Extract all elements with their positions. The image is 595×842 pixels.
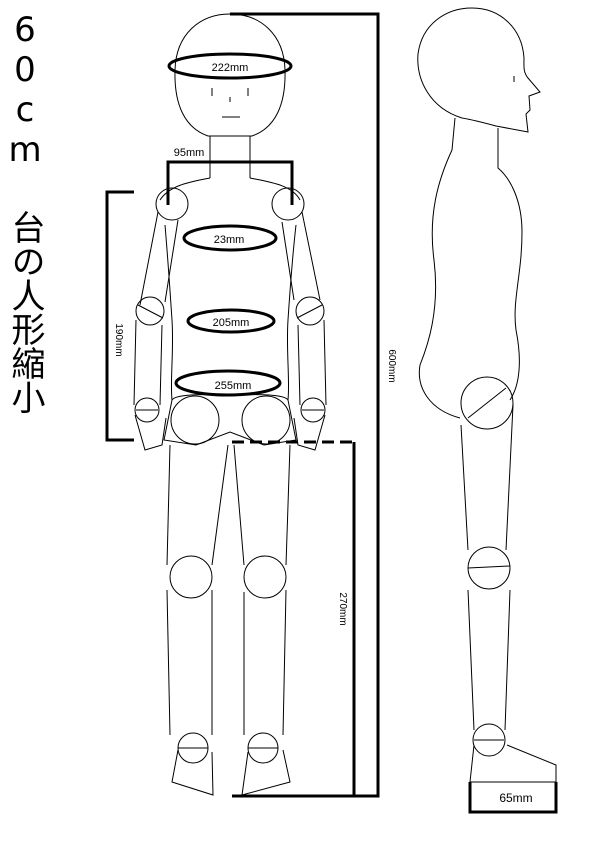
front-foot-left <box>171 749 214 796</box>
label-torso-length: 190mm <box>113 323 124 356</box>
foot-length-box <box>468 782 558 814</box>
total-height-bracket <box>230 12 380 798</box>
label-chest: 23mm <box>214 234 245 246</box>
front-pelvis <box>163 394 297 446</box>
front-upper-arm-right <box>281 211 321 301</box>
front-elbow-left <box>135 296 165 326</box>
side-hip-seam <box>467 387 507 419</box>
front-wrist-left <box>134 397 160 423</box>
side-knee-seam <box>467 565 511 569</box>
side-ankle <box>472 723 506 757</box>
front-shin-left <box>166 589 213 736</box>
front-upper-arm-left <box>139 211 179 306</box>
front-hand-right <box>293 414 326 451</box>
label-leg-length: 270mm <box>337 592 348 625</box>
hip-ring <box>174 369 282 397</box>
side-shin <box>467 589 511 731</box>
label-hip: 255mm <box>215 380 252 392</box>
front-thigh-left <box>166 444 229 566</box>
front-forearm-right <box>297 319 327 406</box>
head-circumference-ring <box>167 52 293 80</box>
sheet-title: 60cm 台の人形縮小 <box>5 10 45 414</box>
torso-length-bracket <box>105 190 134 442</box>
side-view <box>417 7 557 783</box>
chest-ring <box>182 224 278 252</box>
front-elbow-left-seam <box>137 304 164 319</box>
label-neck-width: 95mm <box>174 147 205 159</box>
front-shoulder-left <box>155 187 189 221</box>
front-knee-right <box>243 555 287 599</box>
front-hand-left <box>134 414 167 451</box>
measurements <box>105 12 558 814</box>
front-elbow-right <box>295 296 325 326</box>
front-wrist-right <box>300 397 326 423</box>
waist-ring <box>186 308 276 334</box>
front-forearm-left <box>133 319 163 406</box>
front-knee-left <box>169 555 213 599</box>
front-shoulder-right <box>271 187 305 221</box>
front-foot-right <box>241 749 291 796</box>
side-back <box>418 117 461 419</box>
label-foot-length: 65mm <box>499 791 532 805</box>
front-thigh-right <box>233 444 291 566</box>
front-shin-right <box>243 589 287 736</box>
dimension-labels: 222mm 95mm 23mm 205mm 255mm 190mm 600mm … <box>113 62 533 805</box>
side-thigh <box>460 404 514 551</box>
front-torso <box>159 177 301 401</box>
front-hip-right <box>241 395 291 445</box>
front-elbow-right-seam <box>296 304 323 319</box>
side-head <box>417 7 541 133</box>
label-total-height: 600mm <box>386 349 397 382</box>
side-foot <box>469 744 557 783</box>
front-hip-left <box>170 395 220 445</box>
label-head-circumference: 222mm <box>212 62 249 74</box>
side-front <box>497 128 523 401</box>
side-hip <box>460 376 514 430</box>
neck-width-bracket <box>166 160 294 205</box>
front-view <box>133 13 327 796</box>
label-waist: 205mm <box>213 317 250 329</box>
